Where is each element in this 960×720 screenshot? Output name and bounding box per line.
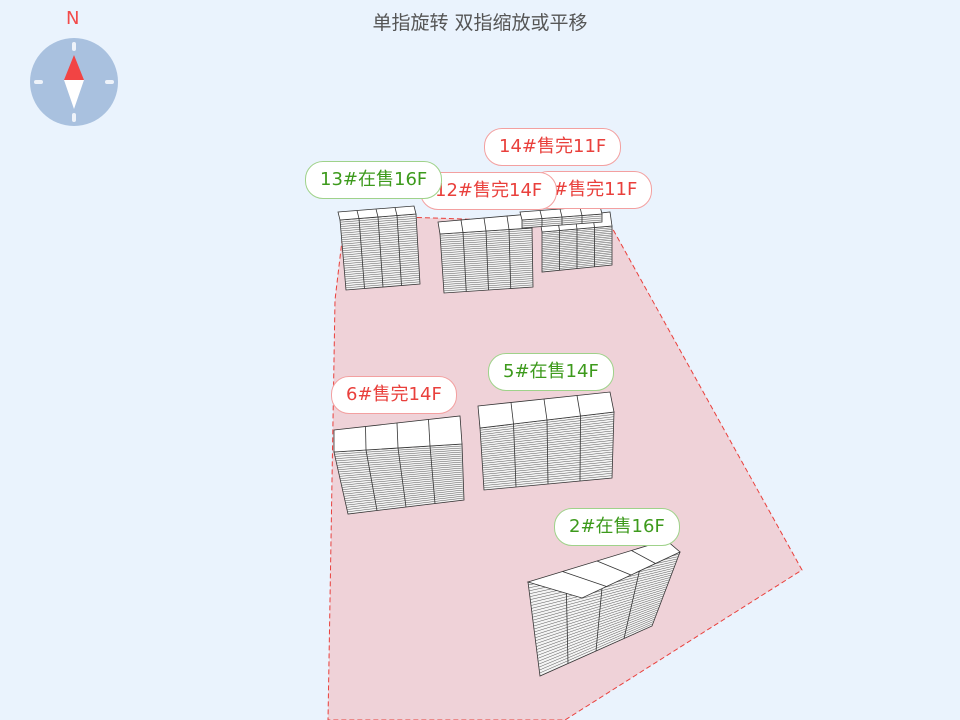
building-label-5[interactable]: 5#在售14F xyxy=(488,353,614,391)
building-label-12[interactable]: 12#售完14F xyxy=(420,172,558,210)
building-label-14[interactable]: 14#售完11F xyxy=(484,128,622,166)
building-2[interactable] xyxy=(526,539,681,677)
building-14[interactable] xyxy=(519,205,603,229)
gesture-hint: 单指旋转 双指缩放或平移 xyxy=(372,12,588,34)
building-6[interactable] xyxy=(333,415,465,515)
building-12[interactable] xyxy=(437,213,534,294)
compass-icon[interactable] xyxy=(30,38,118,126)
building-label-2[interactable]: 2#在售16F xyxy=(554,508,680,546)
building-label-6[interactable]: 6#售完14F xyxy=(331,376,457,414)
building-5[interactable] xyxy=(477,391,615,491)
building-label-13[interactable]: 13#在售16F xyxy=(305,161,443,199)
building-13[interactable] xyxy=(337,205,421,291)
compass-north-label: N xyxy=(66,8,80,29)
